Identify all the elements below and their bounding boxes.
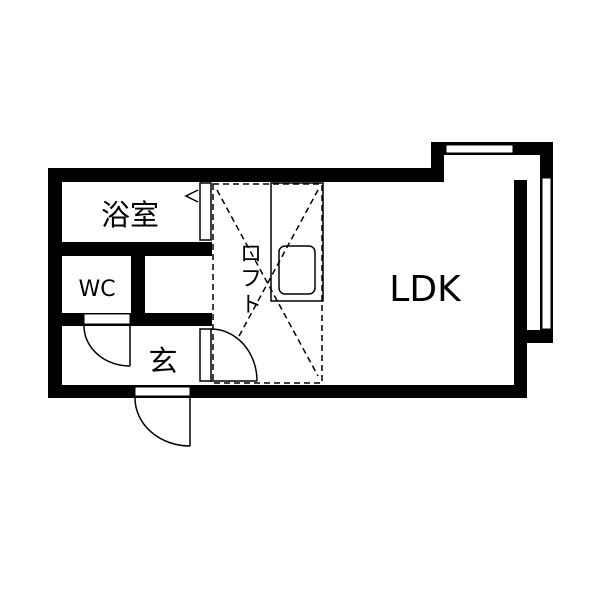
entrance-door-frame <box>199 328 212 382</box>
sink-icon <box>278 245 316 295</box>
loft-label-3: ト <box>240 293 262 318</box>
top-wall <box>48 168 444 182</box>
ldk-right-wall <box>514 180 527 398</box>
ldk-label: LDK <box>389 269 462 310</box>
balcony-top-window <box>445 144 514 154</box>
door-arrow-icon <box>184 189 199 203</box>
wc-side-wall <box>131 256 145 313</box>
front-door[interactable] <box>134 397 191 447</box>
bathroom-label: 浴室 <box>101 198 159 232</box>
balcony-left-wall <box>431 142 444 182</box>
left-wall <box>48 168 62 398</box>
entrance-inner-door[interactable] <box>210 328 258 382</box>
wc-label: WC <box>78 277 115 302</box>
loft-area <box>212 183 323 384</box>
kitchen-counter <box>270 182 324 302</box>
walls <box>48 142 553 398</box>
bathroom-sliding-door[interactable] <box>199 182 212 241</box>
loft-label-2: フ <box>240 267 262 292</box>
entrance-label: 玄 <box>148 344 177 378</box>
front-door-opening <box>134 386 191 397</box>
balcony-right-window <box>541 177 552 330</box>
bath-partition-wall <box>62 242 212 256</box>
loft-label-1: ロ <box>240 242 262 267</box>
wc-door-opening <box>83 313 131 325</box>
bottom-wall <box>48 385 527 398</box>
wc-door[interactable] <box>83 325 131 367</box>
balcony-bottom-wall <box>514 330 553 343</box>
